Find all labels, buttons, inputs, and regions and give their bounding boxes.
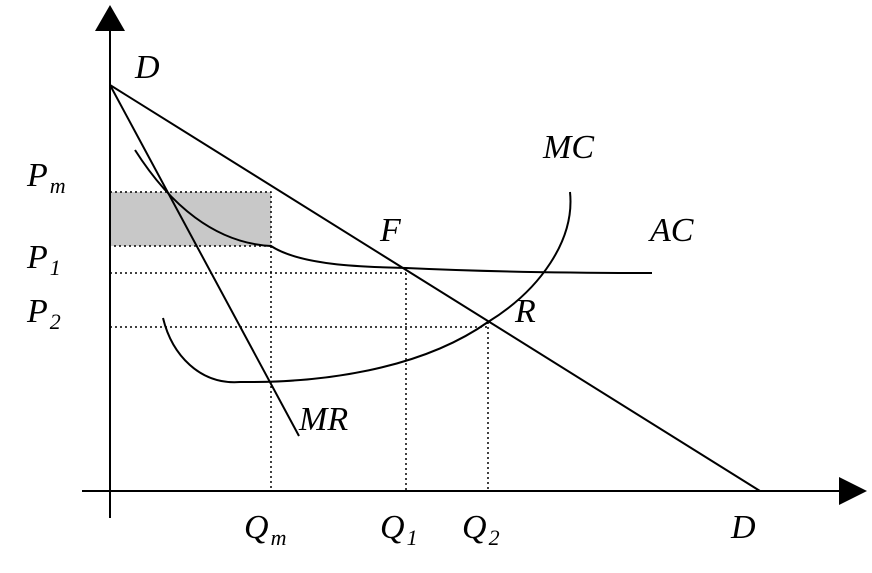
- q2-label: Q2: [462, 509, 500, 550]
- x-axis-arrow: [839, 477, 867, 505]
- r-point-label: R: [514, 293, 536, 330]
- demand-label-top: D: [134, 49, 160, 86]
- f-point-label: F: [379, 212, 402, 249]
- demand-label-bottom: D: [730, 509, 756, 546]
- pm-label: Pm: [26, 157, 66, 198]
- p1-label: P1: [26, 239, 61, 280]
- mc-label: MC: [542, 129, 594, 166]
- profit-area: [109, 191, 272, 247]
- ac-label: AC: [648, 212, 694, 249]
- demand-curve: [109, 84, 761, 492]
- mr-curve: [109, 84, 300, 437]
- p2-label: P2: [26, 293, 61, 334]
- q1-label: Q1: [380, 509, 418, 550]
- qm-label: Qm: [244, 509, 286, 550]
- y-axis-arrow: [95, 5, 125, 31]
- mr-label: MR: [298, 401, 348, 438]
- mc-curve: [162, 191, 572, 384]
- ac-curve: [134, 149, 653, 274]
